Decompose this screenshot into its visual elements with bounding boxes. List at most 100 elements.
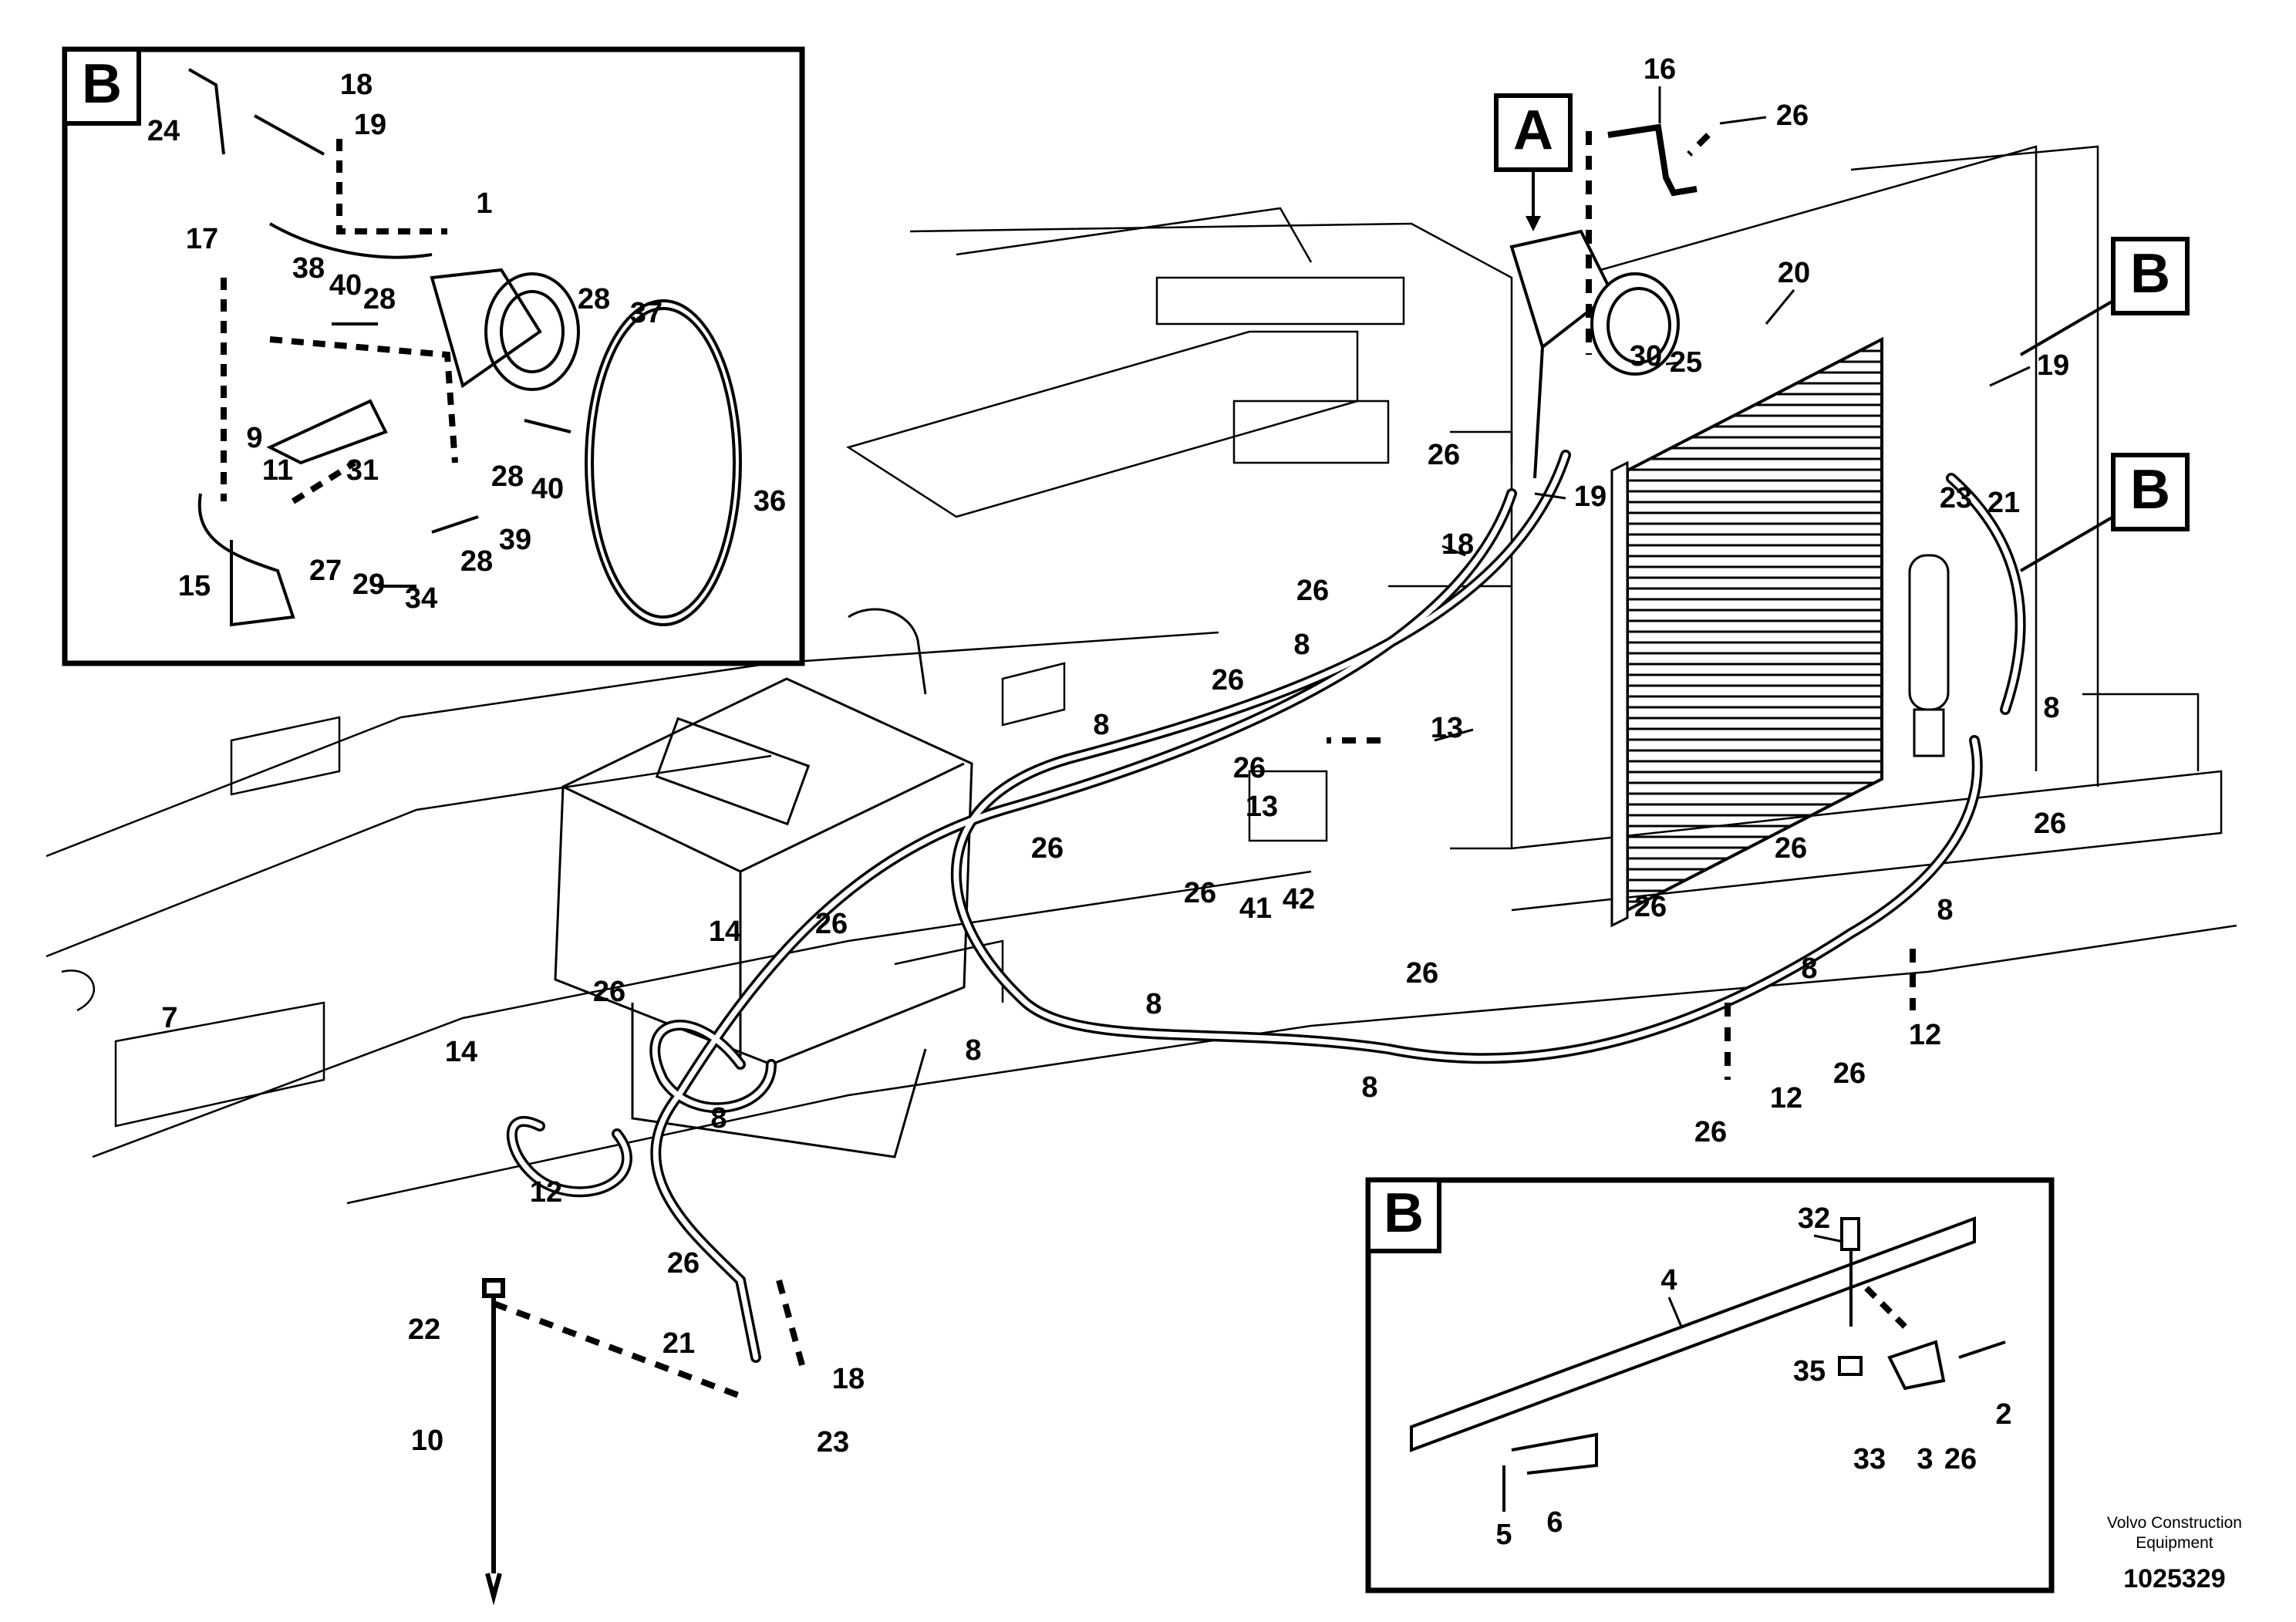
- callout-26: 26: [1428, 439, 1460, 471]
- detail-letter-a: A: [1513, 99, 1553, 161]
- callout-26: 26: [2034, 808, 2066, 840]
- callout-8: 8: [1293, 629, 1310, 661]
- callout-13: 13: [1246, 791, 1278, 823]
- callout-40: 40: [329, 269, 362, 302]
- callout-26: 26: [1184, 877, 1216, 909]
- callout-18: 18: [832, 1363, 865, 1395]
- callout-9: 9: [246, 422, 262, 454]
- callout-41: 41: [1239, 892, 1272, 925]
- hose-runs: [506, 450, 2026, 1363]
- callout-21: 21: [663, 1327, 695, 1360]
- callout-19: 19: [2037, 349, 2069, 382]
- callout-21: 21: [1988, 487, 2020, 519]
- assembly-dashed-lines: [492, 131, 1916, 1399]
- detail-tag-b-upper: [2019, 237, 2190, 356]
- callout-35: 35: [1793, 1355, 1826, 1388]
- callout-23: 23: [817, 1426, 849, 1458]
- detail-box-bottom-right: [1365, 1177, 2055, 1593]
- callout-24: 24: [147, 115, 180, 147]
- callout-8: 8: [965, 1034, 981, 1067]
- manufacturer-line-1: Volvo Construction: [2106, 1514, 2242, 1532]
- drawing-number: 1025329: [2123, 1564, 2226, 1593]
- callout-37: 37: [630, 297, 663, 329]
- callout-8: 8: [1093, 709, 1109, 741]
- leader-lines: [1434, 86, 2031, 1327]
- callout-40: 40: [531, 473, 564, 505]
- callout-5: 5: [1495, 1519, 1512, 1551]
- callout-12: 12: [530, 1176, 562, 1209]
- callout-33: 33: [1853, 1443, 1886, 1475]
- callout-28: 28: [491, 460, 524, 493]
- callout-8: 8: [2043, 692, 2059, 724]
- detail-tag-b-lower: [2019, 453, 2190, 572]
- callout-26: 26: [815, 908, 848, 940]
- callout-34: 34: [405, 582, 437, 615]
- dipstick: [482, 1278, 505, 1606]
- callout-8: 8: [710, 1102, 727, 1135]
- callout-19: 19: [354, 109, 386, 141]
- callout-38: 38: [292, 252, 325, 285]
- callout-22: 22: [408, 1313, 440, 1346]
- detail-letter-b-top-left: B: [82, 53, 122, 115]
- detail-tag-a: [1494, 93, 1573, 231]
- callout-11: 11: [262, 454, 293, 487]
- callout-14: 14: [445, 1036, 477, 1068]
- detail-box-top-left: [62, 46, 805, 666]
- callout-30: 30: [1630, 340, 1662, 373]
- callout-26: 26: [1694, 1116, 1727, 1148]
- callout-26: 26: [1833, 1057, 1866, 1090]
- callout-26: 26: [1775, 832, 1807, 865]
- callout-26: 26: [667, 1247, 700, 1280]
- callout-2: 2: [1995, 1398, 2011, 1431]
- callout-3: 3: [1917, 1443, 1933, 1475]
- callout-28: 28: [460, 545, 493, 578]
- callout-12: 12: [1909, 1019, 1941, 1051]
- callout-36: 36: [754, 485, 786, 518]
- receiver-drier: [1908, 554, 1950, 757]
- callout-12: 12: [1770, 1082, 1802, 1114]
- callout-17: 17: [186, 223, 218, 255]
- detail-letter-b-upper-right: B: [2130, 243, 2170, 305]
- callout-29: 29: [352, 568, 385, 601]
- callout-7: 7: [161, 1002, 177, 1034]
- callout-26: 26: [1776, 99, 1809, 132]
- callout-16: 16: [1644, 53, 1676, 86]
- drawing-footer: Volvo Construction Equipment 1025329: [2107, 1513, 2242, 1594]
- callout-26: 26: [1296, 575, 1329, 607]
- callout-32: 32: [1798, 1202, 1830, 1235]
- callout-26: 26: [593, 976, 625, 1008]
- callout-26: 26: [1212, 664, 1244, 696]
- callout-4: 4: [1660, 1264, 1677, 1297]
- engine-block: [554, 608, 973, 1158]
- callout-42: 42: [1283, 883, 1315, 916]
- bracket-16: [1607, 123, 1698, 197]
- callout-26: 26: [1634, 891, 1667, 923]
- callout-8: 8: [1937, 894, 1953, 926]
- detail-letter-b-lower-right: B: [2130, 459, 2170, 521]
- callout-6: 6: [1546, 1506, 1563, 1539]
- callout-31: 31: [346, 454, 379, 487]
- callout-1: 1: [476, 187, 492, 220]
- callout-8: 8: [1145, 988, 1161, 1020]
- callout-18: 18: [1441, 528, 1474, 561]
- callout-23: 23: [1940, 482, 1972, 514]
- callout-28: 28: [578, 283, 610, 315]
- callout-26: 26: [1944, 1443, 1977, 1475]
- callout-8: 8: [1361, 1071, 1377, 1104]
- manufacturer-line-2: Equipment: [2136, 1534, 2213, 1552]
- detail-letter-b-bottom-right: B: [1384, 1182, 1424, 1244]
- detail-letters: B A B B B: [82, 53, 2170, 1244]
- callout-26: 26: [1406, 957, 1438, 990]
- callout-27: 27: [309, 555, 342, 587]
- callout-8: 8: [1801, 953, 1817, 985]
- part-callouts: 18 19 24 1 17 38 40 28 28 37 9 11 31 28 …: [147, 53, 2069, 1551]
- callout-15: 15: [178, 570, 211, 602]
- callout-26: 26: [1031, 832, 1064, 865]
- callout-26: 26: [1233, 752, 1266, 784]
- callout-28: 28: [363, 283, 396, 315]
- callout-10: 10: [411, 1425, 443, 1457]
- callout-19: 19: [1574, 481, 1607, 513]
- callout-18: 18: [340, 69, 373, 101]
- callout-39: 39: [499, 524, 531, 556]
